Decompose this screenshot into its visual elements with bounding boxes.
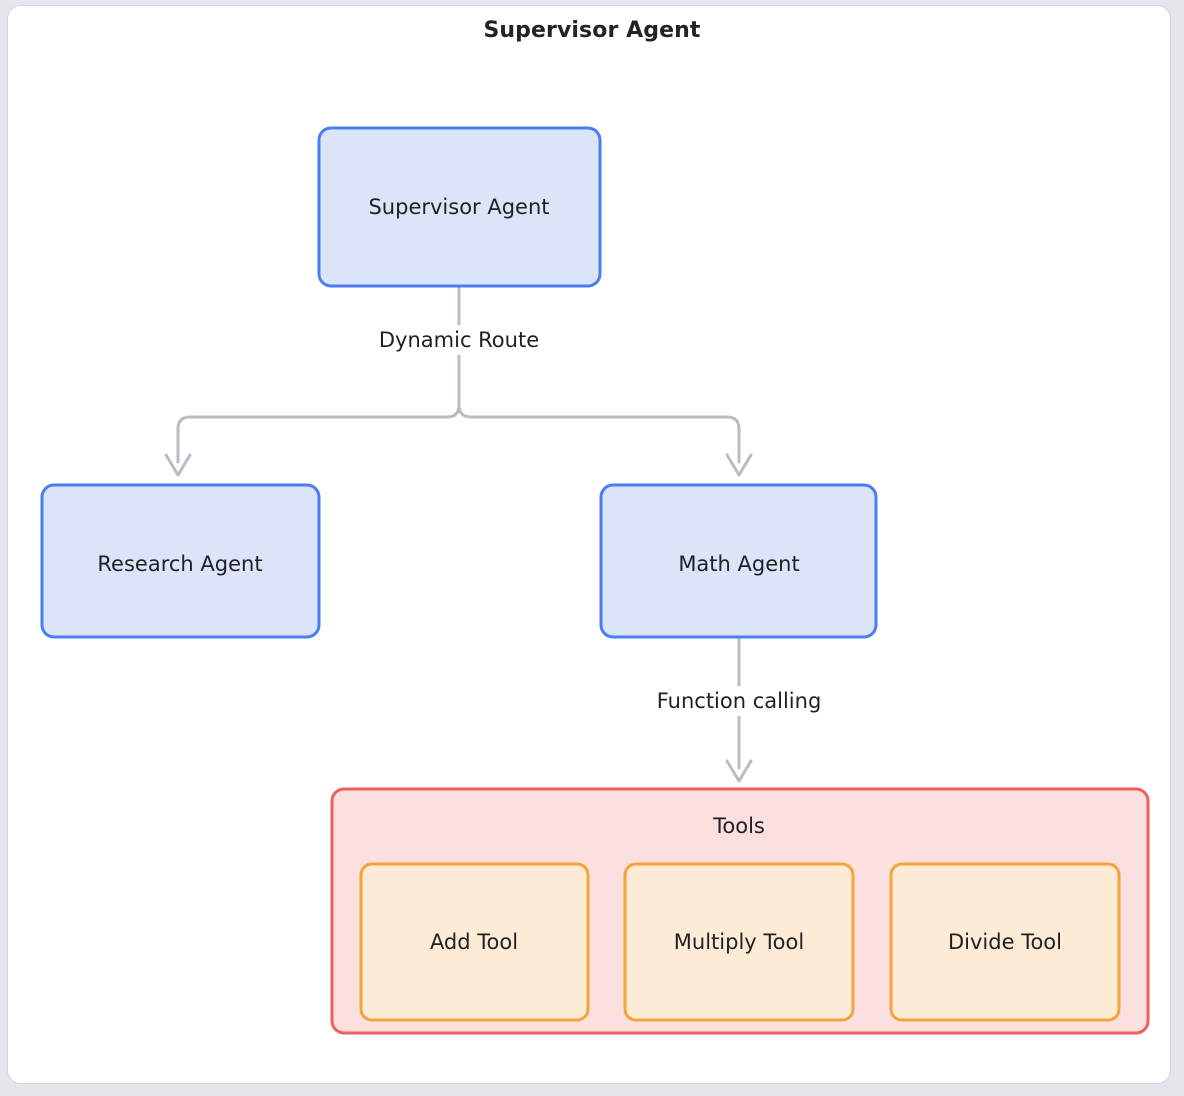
cluster-tools-label: Tools	[712, 814, 765, 838]
node-multiply-tool[interactable]: Multiply Tool	[623, 862, 855, 1022]
cluster-tools[interactable]: Tools Add Tool Multiply Tool Divide Tool	[330, 787, 1150, 1035]
node-supervisor-agent-box[interactable]	[317, 126, 602, 288]
node-divide-tool-box[interactable]	[889, 862, 1121, 1022]
node-multiply-tool-box[interactable]	[623, 862, 855, 1022]
node-math-agent[interactable]: Math Agent	[599, 483, 878, 639]
edge-supervisor-to-math	[457, 285, 753, 477]
node-supervisor-agent[interactable]: Supervisor Agent	[317, 126, 602, 288]
node-supervisor-agent-label: Supervisor Agent	[368, 195, 549, 219]
node-research-agent-label: Research Agent	[97, 552, 262, 576]
node-divide-tool-label: Divide Tool	[948, 930, 1062, 954]
edge-label-function-calling: Function calling	[629, 686, 850, 716]
node-research-agent-box[interactable]	[40, 483, 321, 639]
edge-label-dynamic-route: Dynamic Route	[352, 325, 566, 355]
node-divide-tool[interactable]: Divide Tool	[889, 862, 1121, 1022]
node-math-agent-box[interactable]	[599, 483, 878, 639]
edge-supervisor-to-research	[164, 285, 461, 477]
node-add-tool[interactable]: Add Tool	[359, 862, 590, 1022]
node-math-agent-label: Math Agent	[678, 552, 799, 576]
node-add-tool-label: Add Tool	[430, 930, 518, 954]
node-research-agent[interactable]: Research Agent	[40, 483, 321, 639]
edge-label-dynamic-route-text: Dynamic Route	[379, 328, 539, 352]
node-add-tool-box[interactable]	[359, 862, 590, 1022]
edge-label-function-calling-text: Function calling	[657, 689, 822, 713]
page-title: Supervisor Agent	[483, 18, 701, 43]
node-multiply-tool-label: Multiply Tool	[674, 930, 804, 954]
